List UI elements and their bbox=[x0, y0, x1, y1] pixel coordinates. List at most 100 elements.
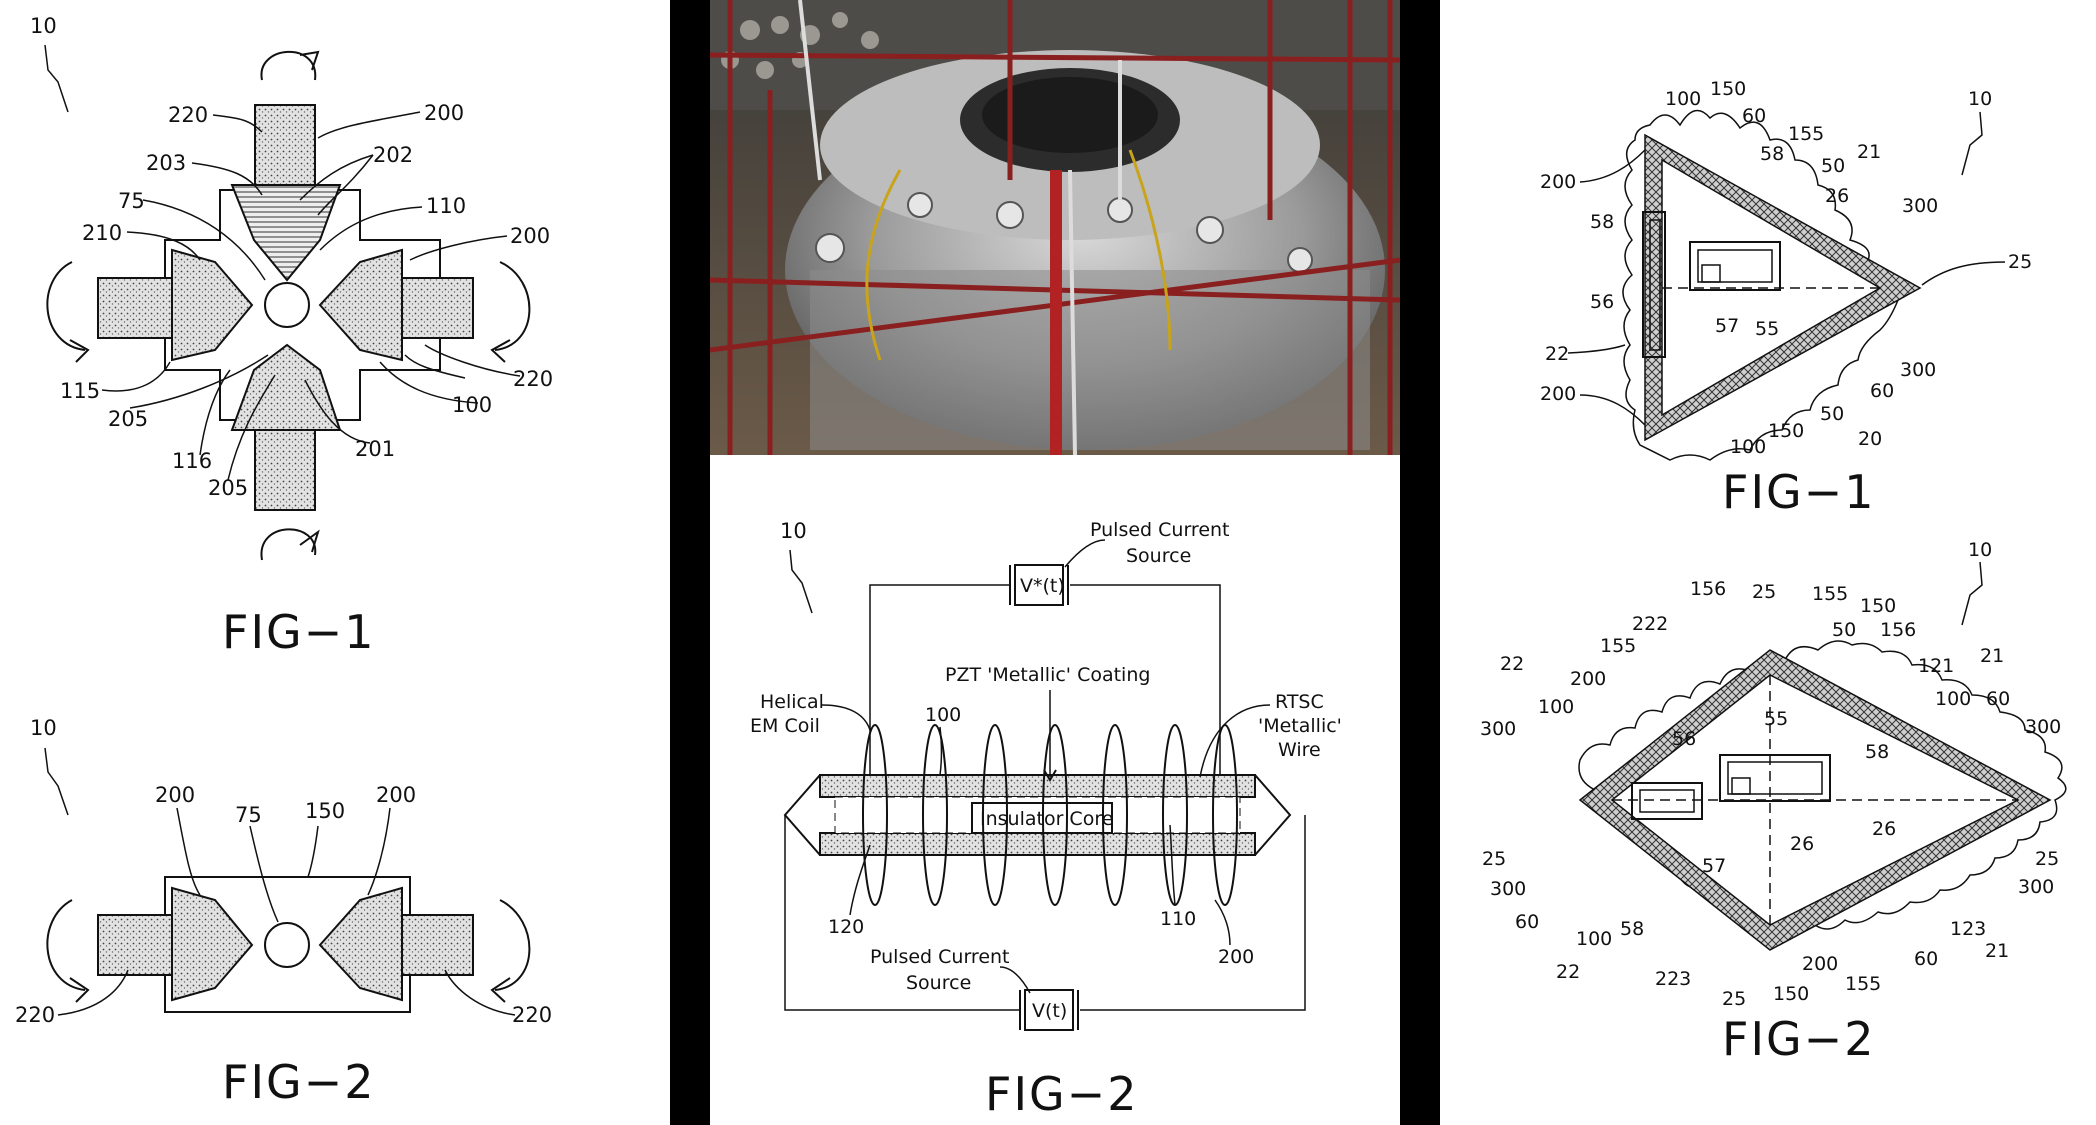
right-fig2-label: 155 bbox=[1845, 973, 1881, 995]
label-120: 120 bbox=[828, 916, 864, 938]
right-fig2-label: 300 bbox=[2025, 716, 2061, 738]
right-fig2-label: 150 bbox=[1773, 983, 1809, 1005]
left-fig1-label: 110 bbox=[426, 194, 466, 218]
left-fig2-ref: 10 bbox=[30, 716, 57, 740]
right-fig2-label: 21 bbox=[1980, 645, 2004, 667]
left-fig1-label: 220 bbox=[168, 103, 208, 127]
right-fig1-label: 60 bbox=[1742, 105, 1766, 127]
rtsc-line3: Wire bbox=[1278, 739, 1321, 761]
right-fig1-label: 60 bbox=[1870, 380, 1894, 402]
right-fig1-title: FIG−1 bbox=[1722, 465, 1875, 519]
right-fig1-label: 21 bbox=[1857, 141, 1881, 163]
left-fig2-label: 200 bbox=[376, 783, 416, 807]
right-fig2-label: 155 bbox=[1600, 635, 1636, 657]
right-fig2-label: 56 bbox=[1672, 728, 1696, 750]
right-fig2-label: 60 bbox=[1986, 688, 2010, 710]
right-fig1-label: 300 bbox=[1902, 195, 1938, 217]
right-fig1-label: 26 bbox=[1825, 185, 1849, 207]
left-fig2-label: 220 bbox=[15, 1003, 55, 1027]
right-fig2-title: FIG−2 bbox=[1722, 1012, 1875, 1066]
left-fig1-label: 205 bbox=[208, 476, 248, 500]
right-fig1-label: 22 bbox=[1545, 343, 1569, 365]
right-fig2-label: 55 bbox=[1764, 708, 1788, 730]
left-fig2-diagram: 10 200 75 150 200 220 220 FIG−2 bbox=[15, 716, 552, 1109]
left-fig1-ref: 10 bbox=[30, 14, 57, 38]
left-fig1-label: 75 bbox=[118, 189, 145, 213]
helical-line1: Helical bbox=[760, 691, 824, 713]
left-fig2-label: 200 bbox=[155, 783, 195, 807]
left-fig1-title: FIG−1 bbox=[222, 605, 375, 659]
right-fig1-label: 100 bbox=[1730, 436, 1766, 458]
right-fig2-label: 155 bbox=[1812, 583, 1848, 605]
left-fig1-label: 200 bbox=[510, 224, 550, 248]
right-fig2-ref: 10 bbox=[1968, 539, 1992, 561]
right-fig2-label: 22 bbox=[1500, 653, 1524, 675]
left-fig1-diagram: 10 bbox=[30, 14, 553, 659]
right-fig1-label: 200 bbox=[1540, 383, 1576, 405]
right-fig1-label: 57 bbox=[1715, 315, 1739, 337]
left-fig1-label: 115 bbox=[60, 379, 100, 403]
vt-label: V(t) bbox=[1032, 1000, 1067, 1022]
right-fig1-ref: 10 bbox=[1968, 88, 1992, 110]
left-fig2-title: FIG−2 bbox=[222, 1055, 375, 1109]
pulsed-bottom-line1: Pulsed Current bbox=[870, 946, 1010, 968]
right-fig2-label: 26 bbox=[1790, 833, 1814, 855]
left-fig1-label: 116 bbox=[172, 449, 212, 473]
right-fig2-label: 100 bbox=[1935, 688, 1971, 710]
right-fig1-label: 55 bbox=[1755, 318, 1779, 340]
pulsed-top-line2: Source bbox=[1126, 545, 1191, 567]
tokamak-photo bbox=[710, 0, 1400, 455]
left-fig1-label: 210 bbox=[82, 221, 122, 245]
right-fig1-label: 20 bbox=[1858, 428, 1882, 450]
left-fig1-label: 205 bbox=[108, 407, 148, 431]
left-patent-panel: 10 bbox=[0, 0, 670, 1125]
insulator-core-label: Insulator Core bbox=[980, 808, 1113, 830]
mid-fig-title: FIG−2 bbox=[985, 1067, 1138, 1121]
right-fig2-label: 57 bbox=[1702, 855, 1726, 877]
right-fig2-label: 123 bbox=[1950, 918, 1986, 940]
right-patent-drawings: 100 150 60 155 58 50 21 10 200 58 26 300… bbox=[1480, 78, 2067, 1066]
right-fig1-label: 300 bbox=[1900, 359, 1936, 381]
right-fig2-label: 222 bbox=[1632, 613, 1668, 635]
right-fig1-label: 56 bbox=[1590, 291, 1614, 313]
right-fig2-label: 60 bbox=[1515, 911, 1539, 933]
right-fig2-label: 60 bbox=[1914, 948, 1938, 970]
right-fig1-label: 200 bbox=[1540, 171, 1576, 193]
right-fig2-label: 50 bbox=[1832, 619, 1856, 641]
helical-line2: EM Coil bbox=[750, 715, 820, 737]
right-fig2-diagram: 10 156 25 155 150 222 50 156 155 121 21 … bbox=[1480, 539, 2067, 1066]
right-fig1-diagram: 100 150 60 155 58 50 21 10 200 58 26 300… bbox=[1540, 78, 2032, 519]
left-fig2-label: 220 bbox=[512, 1003, 552, 1027]
right-fig2-label: 100 bbox=[1538, 696, 1574, 718]
mid-fig2-diagram: 10 V*(t) Pulsed Current Source Insulator… bbox=[710, 455, 1400, 1125]
left-fig2-label: 150 bbox=[305, 799, 345, 823]
label-200: 200 bbox=[1218, 946, 1254, 968]
left-fig1-label: 200 bbox=[424, 101, 464, 125]
right-fig2-label: 300 bbox=[1490, 878, 1526, 900]
right-fig2-label: 58 bbox=[1865, 741, 1889, 763]
right-fig1-label: 50 bbox=[1821, 155, 1845, 177]
right-fig1-label: 25 bbox=[2008, 251, 2032, 273]
left-patent-drawings: 10 bbox=[15, 14, 553, 1109]
right-fig1-label: 58 bbox=[1590, 211, 1614, 233]
right-fig1-label: 50 bbox=[1820, 403, 1844, 425]
left-fig1-label: 202 bbox=[373, 143, 413, 167]
mid-fig-ref: 10 bbox=[780, 519, 807, 543]
label-100: 100 bbox=[925, 704, 961, 726]
right-fig2-label: 21 bbox=[1985, 940, 2009, 962]
left-fig1-label: 201 bbox=[355, 437, 395, 461]
right-fig2-label: 156 bbox=[1880, 619, 1916, 641]
right-fig2-label: 100 bbox=[1576, 928, 1612, 950]
coating-label: PZT 'Metallic' Coating bbox=[945, 664, 1150, 686]
right-fig1-label: 150 bbox=[1710, 78, 1746, 100]
right-fig1-label: 58 bbox=[1760, 143, 1784, 165]
right-fig2-label: 150 bbox=[1860, 595, 1896, 617]
right-fig2-label: 25 bbox=[1752, 581, 1776, 603]
left-fig2-label: 75 bbox=[235, 803, 262, 827]
right-fig1-label: 150 bbox=[1768, 420, 1804, 442]
left-fig1-label: 100 bbox=[452, 393, 492, 417]
right-fig2-label: 22 bbox=[1556, 961, 1580, 983]
rtsc-line1: RTSC bbox=[1275, 691, 1324, 713]
right-fig2-label: 25 bbox=[1722, 988, 1746, 1010]
right-fig2-label: 223 bbox=[1655, 968, 1691, 990]
